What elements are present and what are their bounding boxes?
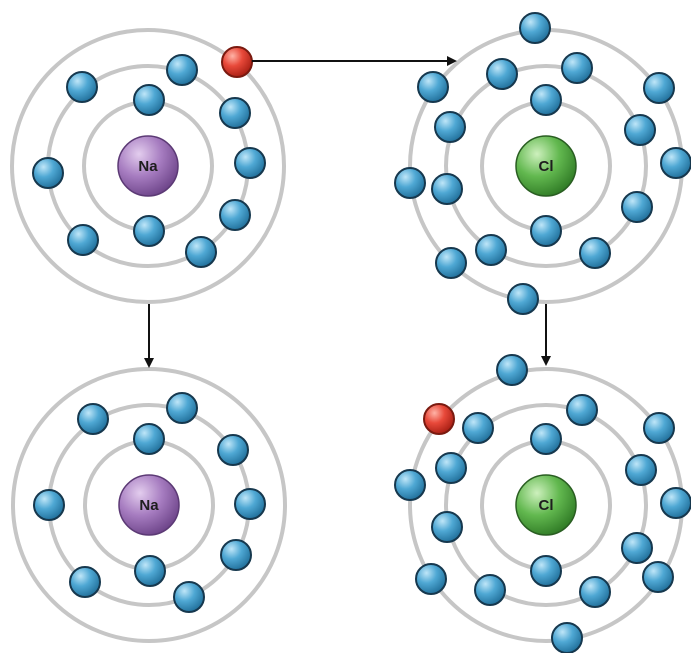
electron — [217, 434, 249, 466]
electron — [519, 12, 551, 44]
electrons — [394, 354, 691, 653]
shell-2 — [444, 64, 648, 268]
electron — [496, 354, 528, 386]
electron — [579, 237, 611, 269]
electron — [134, 555, 166, 587]
sodium-atom-before: Na — [10, 28, 286, 304]
electron — [394, 469, 426, 501]
electron — [530, 555, 562, 587]
electron — [431, 173, 463, 205]
electron — [66, 71, 98, 103]
electron — [643, 72, 675, 104]
sodium-nucleus — [117, 135, 179, 197]
electron — [69, 566, 101, 598]
electron — [166, 54, 198, 86]
electron — [621, 532, 653, 564]
electron — [474, 574, 506, 606]
electron — [435, 247, 467, 279]
sodium-atom-after: Na — [11, 367, 287, 643]
chlorine-nucleus — [515, 135, 577, 197]
electron — [67, 224, 99, 256]
electrons — [32, 54, 266, 268]
electron — [507, 283, 539, 315]
shell-3 — [11, 367, 287, 643]
shell-3 — [10, 28, 286, 304]
electron — [133, 215, 165, 247]
electron — [234, 147, 266, 179]
electron — [435, 452, 467, 484]
electron — [219, 97, 251, 129]
electron — [434, 111, 466, 143]
electron — [642, 561, 674, 593]
electron — [33, 489, 65, 521]
electron — [32, 157, 64, 189]
electron — [431, 511, 463, 543]
electron — [220, 539, 252, 571]
transferred-electron — [423, 403, 455, 435]
chlorine-symbol: Cl — [539, 497, 554, 514]
electron — [133, 84, 165, 116]
electron — [561, 52, 593, 84]
electron — [625, 454, 657, 486]
electron — [415, 563, 447, 595]
electron — [566, 394, 598, 426]
electron — [551, 622, 583, 653]
transferring-electron — [221, 46, 253, 78]
electron — [486, 58, 518, 90]
electrons — [33, 392, 266, 613]
sodium-nucleus — [118, 474, 180, 536]
electron — [219, 199, 251, 231]
chlorine-atom-after: Cl — [394, 354, 691, 653]
electron — [660, 487, 691, 519]
electron — [77, 403, 109, 435]
electron — [624, 114, 656, 146]
electrons — [394, 12, 691, 315]
electron — [234, 488, 266, 520]
electron — [185, 236, 217, 268]
electron — [530, 423, 562, 455]
electron — [530, 215, 562, 247]
chlorine-symbol: Cl — [539, 158, 554, 175]
shell-2 — [444, 403, 648, 607]
electron — [133, 423, 165, 455]
chlorine-atom-before: Cl — [394, 12, 691, 315]
electron — [173, 581, 205, 613]
sodium-symbol: Na — [138, 158, 158, 175]
electron — [621, 191, 653, 223]
electron — [530, 84, 562, 116]
electron — [417, 71, 449, 103]
electron — [643, 412, 675, 444]
electron — [475, 234, 507, 266]
electron — [579, 576, 611, 608]
electron — [394, 167, 426, 199]
electron — [462, 412, 494, 444]
electron — [660, 147, 691, 179]
chlorine-nucleus — [515, 474, 577, 536]
sodium-symbol: Na — [139, 497, 159, 514]
electron — [166, 392, 198, 424]
